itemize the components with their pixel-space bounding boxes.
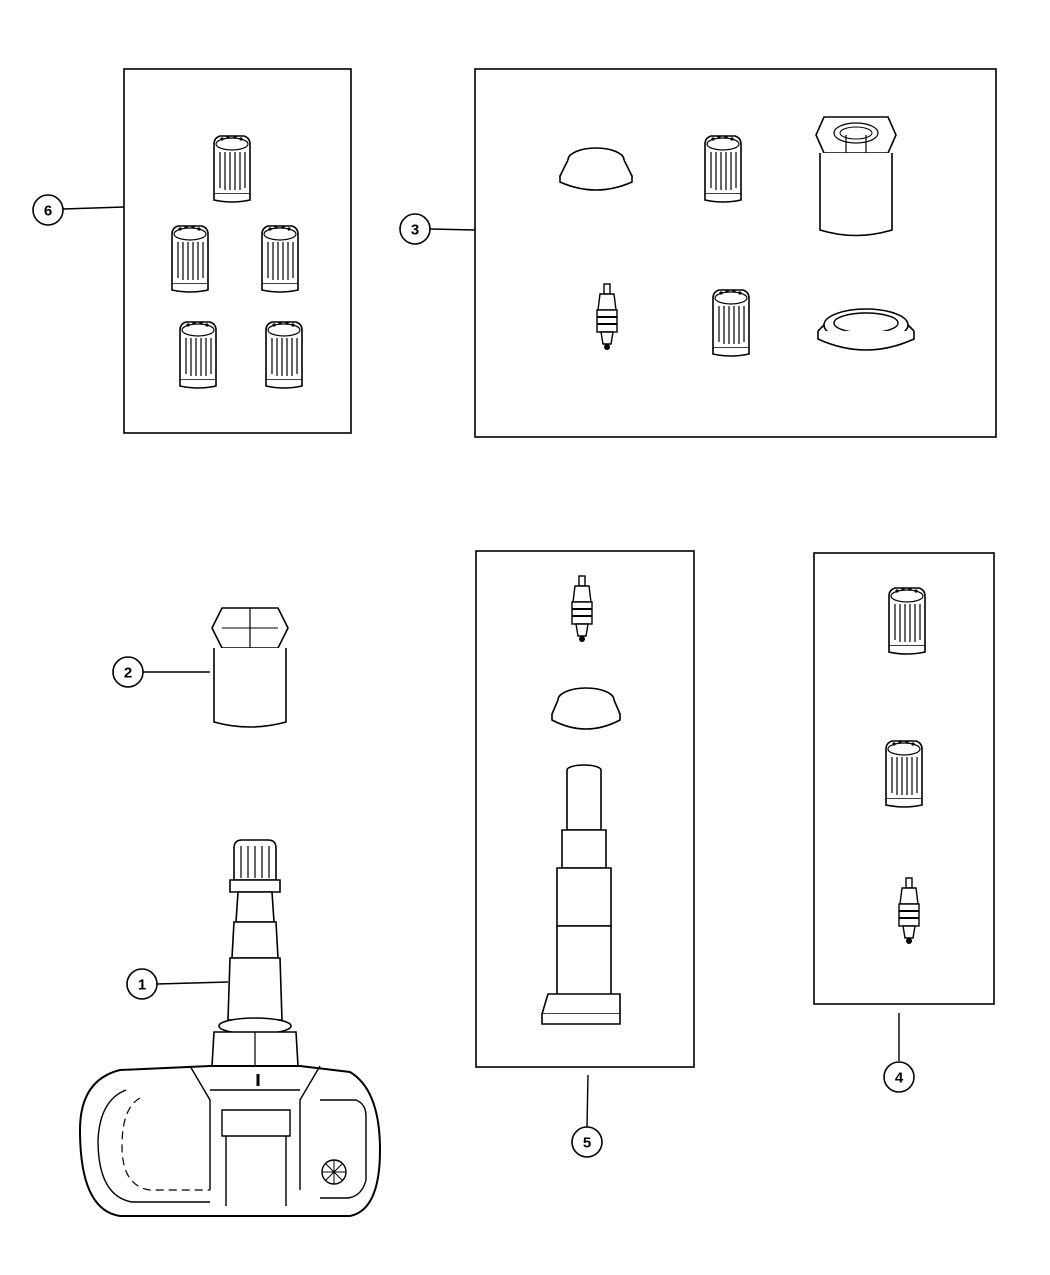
callout-1: 1 [126, 968, 158, 1000]
svg-text:4: 4 [895, 1070, 904, 1087]
kit-box-6 [123, 68, 352, 434]
svg-text:3: 3 [411, 222, 419, 239]
callout-6: 6 [32, 194, 64, 226]
tpms-sensor-icon [78, 839, 382, 1217]
valve-cap-icon [704, 134, 742, 203]
valve-cap-icon [712, 288, 750, 357]
valve-stem-icon [540, 764, 621, 1025]
callout-3: 3 [399, 213, 431, 245]
valve-cap-icon [261, 224, 299, 293]
leader-lines [62, 206, 900, 1128]
valve-cap-icon [179, 320, 217, 389]
svg-text:5: 5 [583, 1135, 591, 1152]
valve-cap-icon [213, 134, 251, 203]
grommet-icon [550, 687, 622, 730]
valve-cap-icon [885, 739, 923, 808]
seal-ring-icon [817, 308, 915, 351]
valve-core-icon [898, 877, 920, 945]
svg-text:2: 2 [124, 665, 132, 682]
svg-text:6: 6 [44, 203, 52, 220]
valve-cap-icon [265, 320, 303, 389]
valve-cap-icon [171, 224, 209, 293]
callout-4: 4 [883, 1061, 915, 1093]
hex-nut-icon [815, 116, 897, 237]
svg-text:1: 1 [138, 977, 146, 994]
callout-2: 2 [112, 656, 144, 688]
callout-5: 5 [571, 1126, 603, 1158]
kit-box-5 [475, 550, 695, 1068]
kit-box-4 [813, 552, 995, 1005]
valve-cap-icon [888, 586, 926, 655]
grommet-icon [558, 147, 634, 191]
valve-core-icon [596, 283, 618, 351]
socket-tool-icon [211, 607, 289, 728]
kit-box-3 [474, 68, 997, 438]
valve-core-icon [571, 575, 593, 643]
